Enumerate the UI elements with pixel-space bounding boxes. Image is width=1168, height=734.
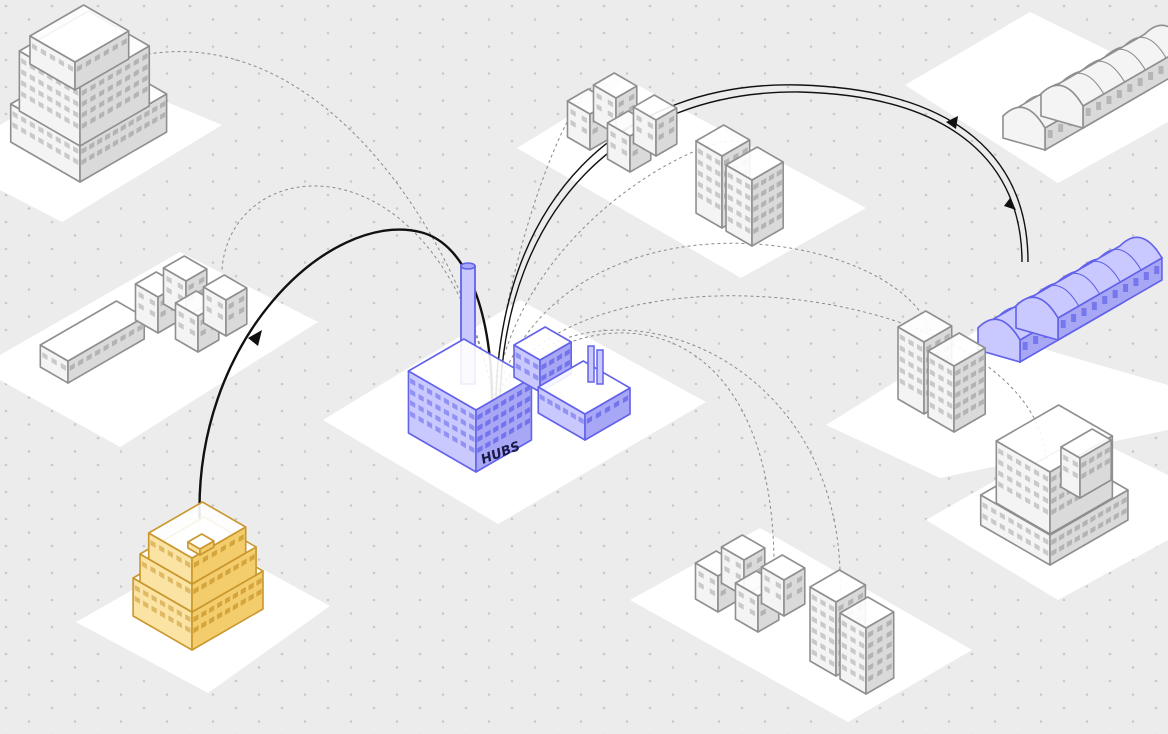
- building-house-cluster-south: [694, 534, 806, 633]
- warehouse-northeast-hall: [1040, 24, 1168, 130]
- house-north-d: [632, 94, 678, 157]
- warehouse-northeast: [1002, 24, 1168, 152]
- house-south-d: [760, 554, 806, 617]
- building-warehouse-northeast: [1002, 24, 1168, 152]
- link-arrowhead: [248, 330, 262, 346]
- building-layer: [9, 4, 1168, 695]
- gold-tower-top: [147, 501, 247, 585]
- warehouse-east: [977, 236, 1164, 364]
- factory-small-chimney: [596, 349, 604, 385]
- office-tower-top: [29, 4, 130, 91]
- building-gold-tower: [132, 501, 264, 651]
- house-west-d: [202, 274, 248, 337]
- building-hubs-factory: [407, 262, 631, 473]
- link-dashed-house-cluster-south: [493, 332, 775, 561]
- office-southeast-tower: [1060, 428, 1112, 499]
- link-gold-tower-to-hub: [198, 228, 494, 529]
- building-house-cluster-west: [39, 255, 248, 384]
- building-office-southeast: [979, 404, 1129, 566]
- building-warehouse-east: [977, 236, 1164, 364]
- building-house-cluster-north: [566, 72, 678, 173]
- factory-annex-tall: [513, 326, 572, 393]
- link-arrowhead: [946, 116, 958, 129]
- factory-annex-low: [537, 360, 631, 441]
- link-arrowhead: [1004, 198, 1016, 210]
- link-hub-to-warehouse-east-outer: [495, 84, 1029, 401]
- factory-chimney-top: [460, 262, 476, 270]
- building-apartment-south: [809, 569, 895, 695]
- building-apartment-east: [897, 310, 986, 433]
- gold-tower-roof-unit: [187, 533, 215, 556]
- link-dashed-apartment-north: [493, 140, 744, 403]
- building-office-tower: [9, 4, 168, 183]
- link-dashed-house-cluster-north: [493, 82, 613, 403]
- warehouse-east-hall: [1015, 236, 1164, 342]
- building-apartment-north: [695, 124, 784, 247]
- factory-small-chimney: [587, 345, 595, 383]
- apartment-north-right: [725, 146, 784, 247]
- apartment-east-right: [927, 332, 986, 433]
- apartment-south-wing: [839, 596, 895, 695]
- link-hub-to-warehouse-east-inner: [499, 91, 1023, 401]
